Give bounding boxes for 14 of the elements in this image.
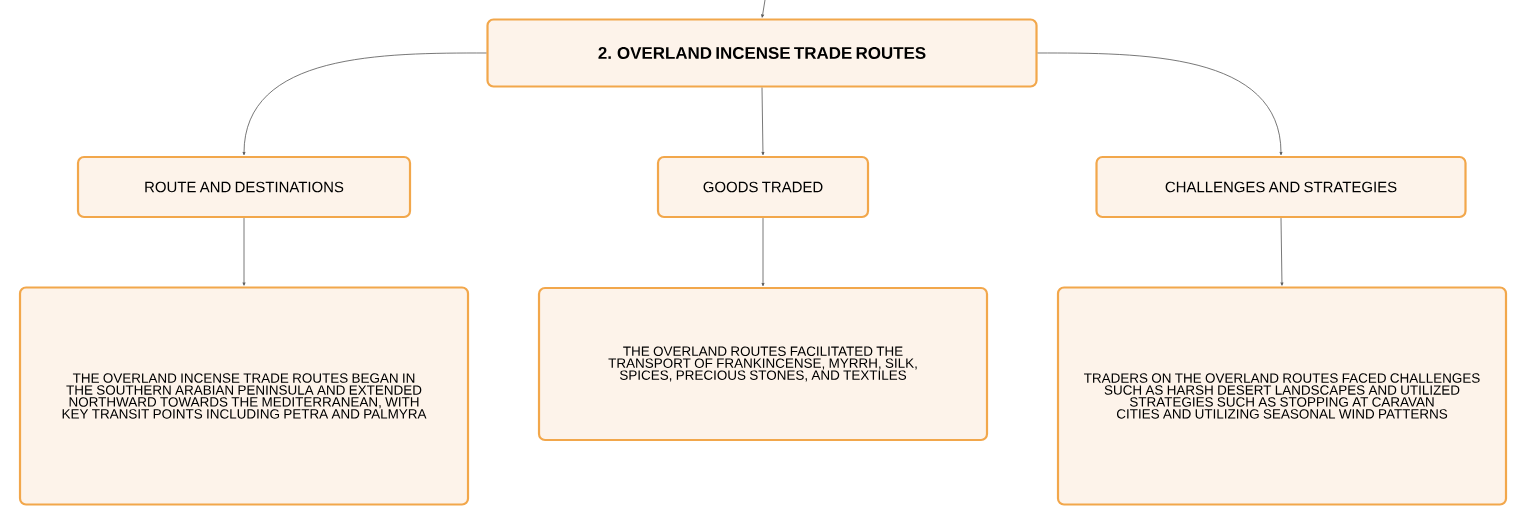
description-box: THE OVERLAND INCENSE TRADE ROUTES BEGAN IN THE SOUTHERN ARABIAN PENINSULA AND EXTENDED NORTHWARD TOWARDS THE MEDITERRANEAN, WITH KEY TRANSIT POINTS INCLUDING PETRA AND PALMYRA [18,286,470,506]
description-box: TRADERS ON THE OVERLAND ROUTES FACED CHALLENGES SUCH AS HARSH DESERT LANDSCAPES AND UTILIZED STRATEGIES SUCH AS STOPPING AT CARAVAN CITIES AND UTILIZING SEASONAL WIND PATTERNS [1056,286,1508,506]
topic-box: CHALLENGES AND STRATEGIES [1095,155,1467,219]
arrow [761,217,765,287]
arrow [1037,52,1283,156]
arrow [242,217,246,286]
arrow [761,0,766,18]
topic-box: ROUTE AND DESTINATIONS [76,155,412,219]
topic-box: GOODS TRADED [656,155,870,219]
arrow [761,87,765,156]
description-box: THE OVERLAND ROUTES FACILITATED THE TRANSPORT OF FRANKINCENSE, MYRRH, SILK, SPICES, PRECIOUS STONES, AND TEXTILES [537,286,989,442]
arrow [1280,217,1284,286]
arrow [242,52,487,156]
title-box: 2. OVERLAND INCENSE TRADE ROUTES [486,18,1038,88]
